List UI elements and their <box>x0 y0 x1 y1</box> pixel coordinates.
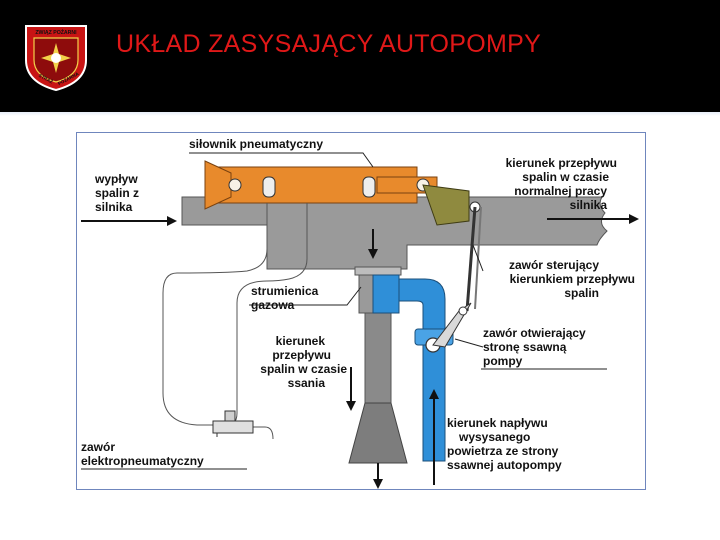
svg-text:normalnej pracy: normalnej pracy <box>514 184 607 198</box>
ejector-blue-section <box>372 274 400 314</box>
ejector-cap <box>354 266 402 276</box>
label-air-inflow: kierunek napływu wysysanego powietrza ze… <box>447 416 562 472</box>
svg-text:pompy: pompy <box>483 354 523 368</box>
svg-text:przepływu: przepływu <box>272 348 331 362</box>
svg-text:ssania: ssania <box>288 376 326 390</box>
svg-text:ssawnej autopompy: ssawnej autopompy <box>447 458 562 472</box>
logo: ZWIĄZ POŻARNI STRAŻ POŻARNA <box>20 20 92 92</box>
actuator-mounts <box>262 176 376 198</box>
label-normal-flow: kierunek przepływu spalin w czasie norma… <box>506 156 617 212</box>
header-bar: ZWIĄZ POŻARNI STRAŻ POŻARNA UKŁAD ZASYSA… <box>0 0 720 112</box>
linkage-joint <box>458 306 468 316</box>
svg-text:kierunek napływu: kierunek napływu <box>447 416 548 430</box>
svg-text:spalin: spalin <box>564 286 599 300</box>
control-valve-flap <box>422 184 470 226</box>
label-opening-valve: zawór otwierający stronę ssawną pompy <box>483 326 586 368</box>
label-actuator: siłownik pneumatyczny <box>189 137 323 151</box>
control-rod-1 <box>465 206 477 312</box>
label-control-valve: zawór sterujący kierunkiem przepływu spa… <box>509 258 635 300</box>
svg-text:spalin z: spalin z <box>95 186 139 200</box>
svg-text:spalin w czasie: spalin w czasie <box>522 170 609 184</box>
pneumatic-line-2 <box>222 203 308 428</box>
page-title: UKŁAD ZASYSAJĄCY AUTOPOMPY <box>116 30 542 58</box>
svg-text:spalin w czasie: spalin w czasie <box>260 362 347 376</box>
svg-text:elektropneumatyczny: elektropneumatyczny <box>81 454 204 468</box>
actuator-left-cap <box>204 160 232 210</box>
svg-text:silnika: silnika <box>95 200 133 214</box>
actuator-pivot-left <box>228 178 242 192</box>
label-suction-flow: kierunek przepływu spalin w czasie ssani… <box>260 334 347 390</box>
diagram-frame: siłownik pneumatyczny wypływ spalin z si… <box>76 132 646 490</box>
svg-text:kierunkiem przepływu: kierunkiem przepływu <box>510 272 635 286</box>
pneumatic-line-3 <box>253 426 274 440</box>
leader-lines <box>81 152 607 470</box>
pneumatic-line-1 <box>162 203 268 426</box>
svg-text:zawór: zawór <box>81 440 115 454</box>
label-solenoid-valve: zawór elektropneumatyczny <box>81 440 204 468</box>
diffuser-cone <box>348 402 408 464</box>
fire-brigade-emblem-icon: ZWIĄZ POŻARNI STRAŻ POŻARNA <box>25 25 87 92</box>
blue-elbow-pipe <box>398 278 446 334</box>
svg-text:kierunek przepływu: kierunek przepływu <box>506 156 617 170</box>
svg-text:powietrza ze strony: powietrza ze strony <box>447 444 559 458</box>
suction-system-diagram: siłownik pneumatyczny wypływ spalin z si… <box>81 137 639 489</box>
svg-text:gazowa: gazowa <box>251 298 295 312</box>
header-divider <box>0 112 720 116</box>
svg-text:stronę ssawną: stronę ssawną <box>483 340 567 354</box>
svg-text:zawór otwierający: zawór otwierający <box>483 326 586 340</box>
svg-text:kierunek: kierunek <box>276 334 326 348</box>
svg-text:wysysanego: wysysanego <box>458 430 530 444</box>
logo-text-top: ZWIĄZ POŻARNI <box>35 29 77 36</box>
label-exhaust-outflow: wypływ spalin z silnika <box>94 172 139 214</box>
solenoid-valve-icon <box>212 410 254 437</box>
svg-text:strumienica: strumienica <box>251 284 319 298</box>
svg-text:silnika: silnika <box>570 198 608 212</box>
svg-text:wypływ: wypływ <box>94 172 138 186</box>
label-ejector: strumienica gazowa <box>251 284 319 312</box>
exhaust-pipe <box>181 196 608 270</box>
svg-text:zawór sterujący: zawór sterujący <box>509 258 599 272</box>
suction-exhaust-pipe <box>364 312 392 404</box>
